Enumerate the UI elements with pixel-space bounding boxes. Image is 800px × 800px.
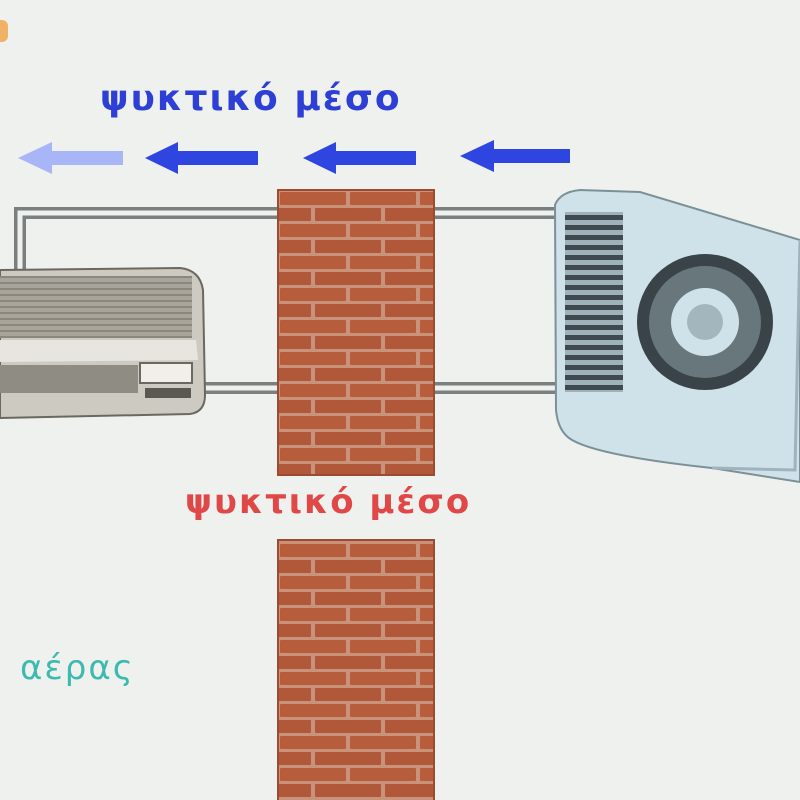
- arrow-left-icon: [460, 140, 570, 172]
- refrigerant-label-top: ψυκτικό μέσο: [100, 78, 402, 119]
- corner-mark: [0, 20, 8, 42]
- air-label: αέρας: [20, 648, 135, 688]
- arrow-left-icon: [303, 142, 416, 174]
- arrow-left-icon: [18, 142, 123, 174]
- indoor-ac-unit: [0, 266, 207, 420]
- brick-wall: [277, 189, 435, 800]
- fan-icon: [637, 254, 773, 390]
- arrow-left-icon: [145, 142, 258, 174]
- outdoor-ac-unit: [553, 188, 800, 484]
- refrigerant-label-middle: ψυκτικό μέσο: [185, 482, 472, 522]
